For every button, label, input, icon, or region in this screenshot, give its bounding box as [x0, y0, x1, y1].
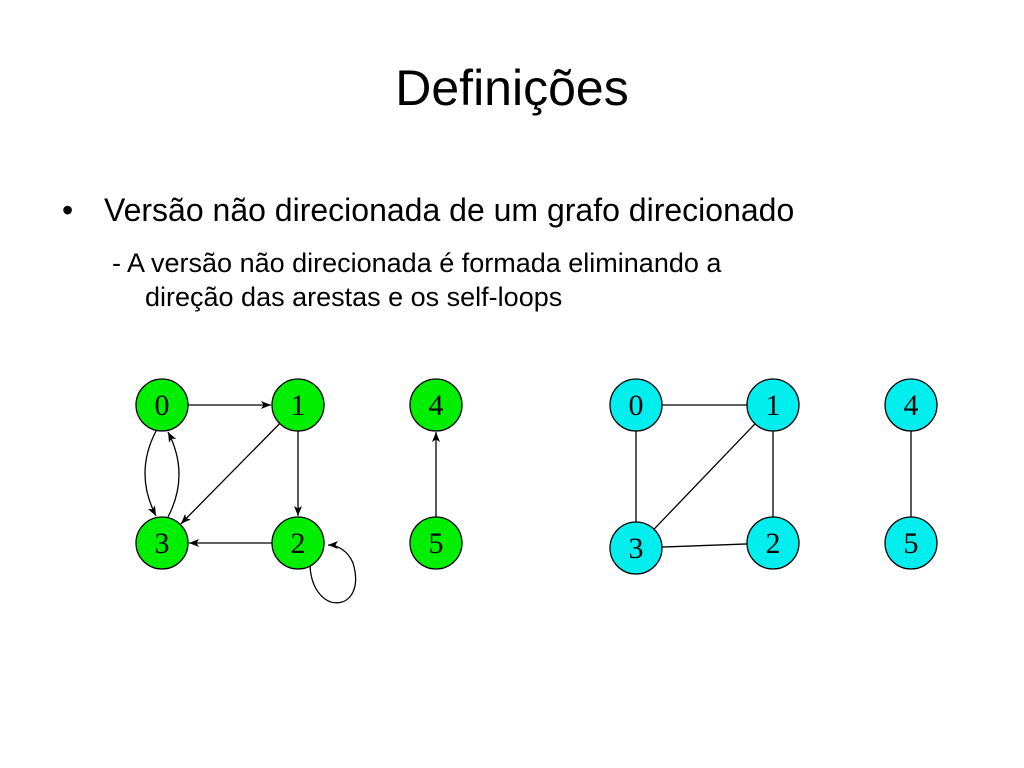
directed-node-5: [409, 516, 463, 570]
directed-node-label-2: 2: [291, 527, 306, 560]
directed-node-2: [271, 516, 325, 570]
directed-graph: 0 1 2 3 4 5: [135, 378, 463, 604]
directed-edge-3-0: [167, 431, 180, 518]
undirected-graph: 0 1 2 3 4 5: [609, 378, 938, 575]
undirected-edge-1-3: [653, 423, 756, 530]
directed-node-0: [135, 378, 189, 432]
bullet-text: Versão não direcionada de um grafo direc…: [104, 192, 795, 228]
undirected-node-0: [609, 378, 663, 432]
sub-bullet: - A versão não direcionada é formada eli…: [112, 246, 912, 314]
bullet-item: • Versão não direcionada de um grafo dire…: [62, 190, 794, 230]
directed-edge-1-3: [180, 423, 281, 525]
undirected-node-label-1: 1: [766, 389, 781, 422]
undirected-node-3: [609, 521, 663, 575]
directed-node-4: [409, 378, 463, 432]
sub-bullet-line-2: direção das arestas e os self-loops: [145, 282, 563, 312]
undirected-node-2: [746, 516, 800, 570]
directed-node-label-1: 1: [291, 389, 306, 422]
undirected-node-label-0: 0: [629, 389, 644, 422]
directed-node-1: [271, 378, 325, 432]
sub-bullet-line-1: - A versão não direcionada é formada eli…: [112, 248, 722, 278]
directed-edge-0-3: [144, 430, 157, 517]
undirected-node-1: [746, 378, 800, 432]
undirected-node-label-5: 5: [904, 527, 919, 560]
undirected-node-4: [884, 378, 938, 432]
directed-node-3: [135, 516, 189, 570]
undirected-node-label-4: 4: [904, 389, 919, 422]
directed-node-label-4: 4: [429, 389, 444, 422]
directed-edge-2-2: [309, 541, 357, 604]
slide-title: Definições: [395, 60, 629, 116]
directed-node-label-0: 0: [155, 389, 170, 422]
directed-node-label-5: 5: [429, 527, 444, 560]
undirected-node-label-3: 3: [629, 532, 644, 565]
directed-node-label-3: 3: [155, 527, 170, 560]
undirected-node-label-2: 2: [766, 527, 781, 560]
undirected-edge-2-3: [661, 543, 748, 548]
bullet-marker: •: [62, 192, 74, 228]
undirected-node-5: [884, 516, 938, 570]
